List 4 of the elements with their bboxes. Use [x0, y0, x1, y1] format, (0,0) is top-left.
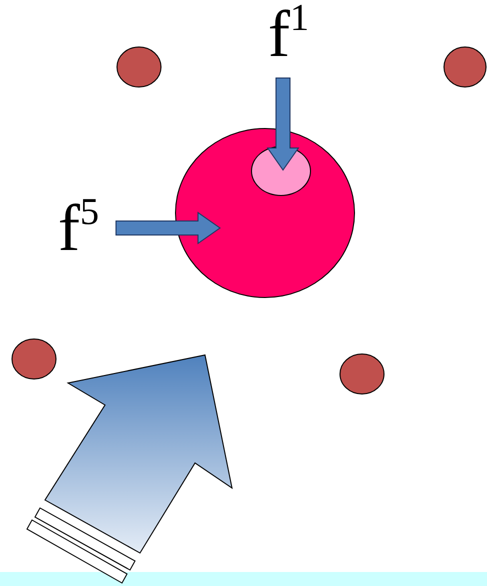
force-label: f$^{5}$: [58, 196, 100, 262]
force-arrow: [116, 212, 221, 244]
force-label: f$^{1}$: [268, 2, 310, 68]
force-arrow: [266, 78, 300, 171]
